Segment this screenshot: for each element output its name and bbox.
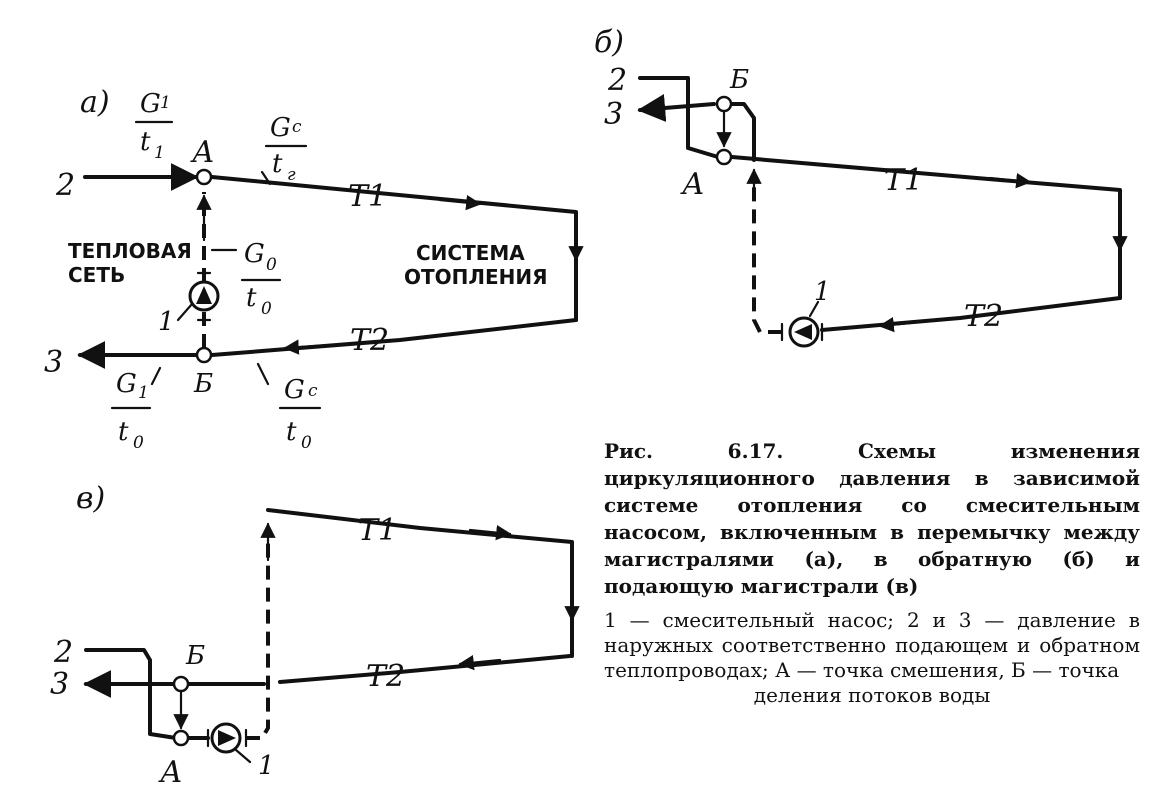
panel-a-letter: а) xyxy=(80,85,110,120)
panel-a-supply-arrow xyxy=(438,194,482,211)
panel-c-return-pipe xyxy=(278,654,572,684)
panel-b-outlet-label: 3 xyxy=(604,97,623,132)
panel-a-G1-top: G xyxy=(140,89,161,119)
panel-a-t1-top: t xyxy=(140,127,151,157)
panel-a-node-B-icon xyxy=(195,346,213,364)
panel-c-supply-arrow xyxy=(468,524,512,541)
panel-a-G0-sub: 0 xyxy=(266,255,277,275)
panel-a-node-B-label: Б xyxy=(193,369,213,399)
panel-a-pump-triangle-icon xyxy=(196,286,212,304)
panel-b-bypass xyxy=(752,180,782,334)
panel-a-Gc-bot-leader xyxy=(256,362,270,386)
panel-a-network-label-1: ТЕПЛОВАЯ xyxy=(68,239,192,263)
panel-a-Gc-top-sub: с xyxy=(292,117,302,137)
panel-b-T2-label: Т2 xyxy=(964,299,1003,334)
panel-a-system-label-2: ОТОПЛЕНИЯ xyxy=(404,265,548,289)
panel-a-network-label-2: СЕТЬ xyxy=(68,263,125,287)
panel-a-inlet-label: 2 xyxy=(55,168,75,203)
panel-a-G1-bot-sub: 1 xyxy=(138,383,149,403)
panel-a-t0-bot-r-sub: 0 xyxy=(301,433,312,453)
panel-a-return-arrow xyxy=(283,339,332,355)
panel-b: б) 2 3 1 А Б Т1 Т2 xyxy=(594,25,1128,348)
panel-c-node-B-icon xyxy=(172,675,190,693)
panel-b-outlet-pipe xyxy=(637,94,716,122)
panel-a-t0-bot-l-sub: 0 xyxy=(133,433,144,453)
panel-a-pump-leader xyxy=(176,302,194,322)
panel-a-T2-label: Т2 xyxy=(350,323,389,358)
panel-c-inlet-pipe xyxy=(84,648,178,740)
panel-c-letter: в) xyxy=(76,481,105,516)
panel-b-return-pipe xyxy=(820,296,1122,332)
panel-a-Gc-bot: G xyxy=(284,375,305,405)
panel-b-pump-label: 1 xyxy=(814,277,831,307)
panel-a-Gc-bot-sub: с xyxy=(308,381,318,401)
panel-c-pump-triangle-icon xyxy=(218,730,236,746)
panel-a-Gc-top-leader xyxy=(260,170,272,186)
panel-b-inlet-pipe xyxy=(638,76,720,159)
panel-c-bypass xyxy=(246,530,270,740)
panel-b-node-A-label: А xyxy=(680,167,705,202)
panel-a-outlet-label: 3 xyxy=(44,345,63,380)
panel-a-T1-label: Т1 xyxy=(348,179,387,214)
panel-b-inlet-label: 2 xyxy=(607,63,627,98)
panel-b-return-to-B xyxy=(722,102,756,162)
panel-b-pump-leader xyxy=(808,300,820,318)
panel-a-node-A-label: А xyxy=(190,135,215,170)
caption-legend-end: деления потоков воды xyxy=(753,683,991,707)
panel-b-node-B-icon xyxy=(715,95,733,113)
panel-c-pump-leader xyxy=(234,748,252,764)
panel-a-Gc-top: G xyxy=(270,113,291,143)
panel-b-letter: б) xyxy=(594,25,624,60)
panel-a-G1-bot-leader xyxy=(150,366,162,386)
panel-b-node-A-icon xyxy=(715,148,733,166)
panel-a-t0-bot-l: t xyxy=(118,417,129,447)
panel-a-t0-mid: t xyxy=(246,283,257,313)
panel-c-return-arrow xyxy=(458,654,502,671)
panel-a-G1-top-sub: 1 xyxy=(160,93,171,113)
panel-a-return-pipe xyxy=(210,318,578,357)
panel-a: а) 2 3 1 А Б Т1 Т2 ТЕПЛОВАЯ СЕТ xyxy=(44,85,584,453)
panel-a-t0-bot-r: t xyxy=(286,417,297,447)
panel-a-tr-top-sub: г xyxy=(287,165,296,185)
panel-b-T1-label: Т1 xyxy=(884,163,923,198)
panel-b-supply-pipe xyxy=(730,155,1122,300)
panel-c-inlet-label: 2 xyxy=(53,635,73,670)
panel-b-pump-triangle-icon xyxy=(794,324,812,340)
panel-c-pump-label: 1 xyxy=(258,751,275,781)
caption-legend: 1 — смесительный насос; 2 и 3 — давление… xyxy=(604,608,1140,682)
panel-c-node-B-label: Б xyxy=(185,641,205,671)
figure-caption: Рис. 6.17. Схемы изменения циркуляционно… xyxy=(604,438,1140,708)
panel-c-T2-label: Т2 xyxy=(366,659,405,694)
panel-c-supply-pipe xyxy=(266,508,574,658)
panel-c-outlet-label: 3 xyxy=(50,667,69,702)
panel-b-return-arrow xyxy=(878,316,922,333)
panel-a-G0: G xyxy=(244,239,265,269)
panel-c-node-A-label: А xyxy=(158,755,183,790)
panel-a-node-A-icon xyxy=(195,168,213,186)
panel-a-pump-label: 1 xyxy=(158,307,175,337)
panel-a-t0-mid-sub: 0 xyxy=(261,299,272,319)
panel-a-system-label-1: СИСТЕМА xyxy=(416,241,525,265)
panel-a-G1-bot: G xyxy=(116,369,137,399)
panel-c-node-A-icon xyxy=(172,729,190,747)
caption-title: Рис. 6.17. Схемы изменения циркуляционно… xyxy=(604,439,1140,598)
panel-b-node-B-label: Б xyxy=(729,65,749,95)
panel-b-supply-arrow xyxy=(988,172,1032,189)
panel-c: в) 2 3 1 Б А Т1 Т2 xyxy=(50,481,580,790)
panel-a-tr-top: t xyxy=(272,149,283,179)
panel-c-T1-label: Т1 xyxy=(358,513,397,548)
panel-a-t1-top-sub: 1 xyxy=(154,143,165,163)
